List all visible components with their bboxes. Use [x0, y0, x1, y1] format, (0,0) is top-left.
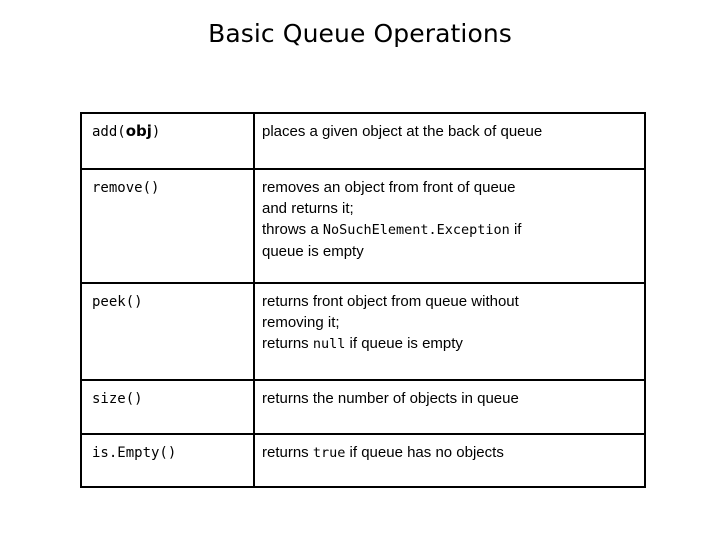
inline-code: null	[312, 336, 346, 352]
table-row: is.Empty() returns true if queue has no …	[80, 433, 646, 488]
description-size: returns the number of objects in queue	[255, 381, 644, 433]
description-cell-isempty: returns true if queue has no objects	[253, 433, 646, 488]
description-line: returns null if queue is empty	[262, 333, 636, 355]
inline-text: removes an object from front of queue	[262, 179, 516, 196]
description-line: queue is empty	[262, 241, 636, 262]
method-cell-remove: remove()	[80, 168, 255, 284]
table-row: size() returns the number of objects in …	[80, 379, 646, 435]
description-add: places a given object at the back of que…	[255, 114, 644, 168]
method-signature-peek: peek()	[82, 284, 253, 379]
method-arg: obj	[125, 122, 152, 140]
description-line: returns true if queue has no objects	[262, 442, 636, 464]
queue-operations-table: add(obj) places a given object at the ba…	[80, 112, 646, 488]
table-row: remove() removes an object from front of…	[80, 168, 646, 284]
method-cell-size: size()	[80, 379, 255, 435]
description-cell-remove: removes an object from front of queue and…	[253, 168, 646, 284]
method-cell-peek: peek()	[80, 282, 255, 381]
method-name-suffix: )	[151, 124, 161, 140]
inline-text: if queue has no objects	[345, 444, 504, 461]
method-signature-remove: remove()	[82, 170, 253, 282]
method-cell-isempty: is.Empty()	[80, 433, 255, 488]
description-peek: returns front object from queue without r…	[255, 284, 644, 379]
inline-text: if queue is empty	[345, 335, 463, 352]
description-remove: removes an object from front of queue and…	[255, 170, 644, 282]
method-name-prefix: add(	[92, 124, 126, 140]
method-name-prefix: is.Empty()	[92, 445, 177, 461]
description-cell-peek: returns front object from queue without r…	[253, 282, 646, 381]
description-line: removing it;	[262, 312, 636, 333]
inline-text: removing it;	[262, 314, 340, 331]
description-line: returns front object from queue without	[262, 291, 636, 312]
description-isempty: returns true if queue has no objects	[255, 435, 644, 486]
inline-text: if	[509, 221, 522, 238]
method-cell-add: add(obj)	[80, 112, 255, 170]
description-cell-add: places a given object at the back of que…	[253, 112, 646, 170]
inline-code: NoSuchElement.Exception	[322, 222, 510, 238]
description-line: places a given object at the back of que…	[262, 121, 636, 142]
description-line: and returns it;	[262, 198, 636, 219]
page-title: Basic Queue Operations	[208, 19, 512, 48]
inline-text: queue is empty	[262, 243, 364, 260]
inline-text: and returns it;	[262, 200, 354, 217]
method-signature-add: add(obj)	[82, 114, 253, 168]
inline-text: places a given object at the back of que…	[262, 123, 543, 140]
inline-text: returns	[262, 444, 313, 461]
table-row: peek() returns front object from queue w…	[80, 282, 646, 381]
method-signature-size: size()	[82, 381, 253, 433]
inline-text: returns	[262, 335, 313, 352]
inline-text: throws a	[262, 221, 323, 238]
table-body: add(obj) places a given object at the ba…	[80, 112, 646, 488]
method-signature-isempty: is.Empty()	[82, 435, 253, 486]
description-line: throws a NoSuchElement.Exception if	[262, 219, 636, 241]
inline-code: true	[312, 445, 346, 461]
inline-text: returns the number of objects in queue	[262, 390, 519, 407]
description-cell-size: returns the number of objects in queue	[253, 379, 646, 435]
method-name-prefix: size()	[92, 391, 143, 407]
table-row: add(obj) places a given object at the ba…	[80, 112, 646, 170]
method-name-prefix: peek()	[92, 294, 143, 310]
inline-text: returns front object from queue without	[262, 293, 519, 310]
method-name-prefix: remove()	[92, 180, 160, 196]
description-line: removes an object from front of queue	[262, 177, 636, 198]
description-line: returns the number of objects in queue	[262, 388, 636, 409]
